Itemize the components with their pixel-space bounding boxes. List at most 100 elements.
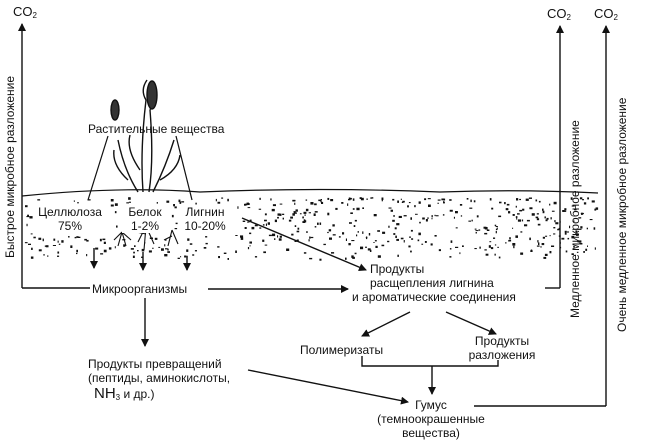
soil-speck [179, 201, 182, 204]
soil-speck [550, 217, 552, 220]
soil-speck [498, 256, 501, 259]
soil-speck [323, 243, 326, 246]
soil-speck [38, 237, 42, 240]
soil-speck [512, 243, 516, 246]
soil-speck [73, 200, 75, 202]
soil-speck [277, 213, 281, 216]
soil-speck [70, 245, 73, 248]
soil-speck [594, 247, 596, 250]
soil-speck [290, 216, 293, 219]
soil-speck [345, 238, 347, 241]
soil-speck [57, 255, 60, 257]
to-decay-products-arrow [445, 311, 497, 335]
soil-speck [148, 250, 152, 253]
plant-illustration [110, 79, 181, 193]
soil-speck [268, 234, 272, 237]
soil-speck [272, 204, 276, 207]
soil-speck [77, 236, 81, 238]
soil-speck [25, 205, 28, 208]
soil-speck [294, 225, 297, 227]
soil-speck [392, 198, 395, 201]
soil-speck [314, 226, 317, 228]
soil-speck [349, 222, 352, 224]
soil-speck [351, 240, 355, 242]
soil-speck [217, 246, 220, 248]
soil-speck [488, 245, 491, 248]
soil-speck [437, 199, 441, 201]
soil-speck [387, 240, 390, 243]
decay-products-label: Продукты разложения [468, 334, 536, 362]
soil-speck [490, 247, 494, 250]
soil-speck [555, 222, 559, 225]
soil-speck [244, 203, 248, 206]
plant-to-cellulose-line [87, 135, 109, 201]
soil-speck [489, 241, 492, 243]
soil-speck [304, 214, 306, 216]
soil-speck [564, 232, 567, 235]
soil-speck [262, 239, 265, 242]
soil-speck [352, 208, 355, 210]
soil-speck [297, 227, 300, 230]
soil-speck [567, 237, 570, 240]
soil-speck [459, 252, 461, 255]
soil-speck [393, 233, 396, 235]
soil-speck [565, 250, 568, 253]
soil-speck [187, 238, 190, 241]
soil-speck [425, 219, 428, 222]
soil-speck [195, 202, 197, 205]
soil-speck [181, 201, 185, 203]
soil-speck [585, 248, 588, 251]
soil-speck [95, 247, 99, 250]
soil-speck [331, 252, 335, 254]
soil-speck [579, 197, 583, 200]
soil-speck [33, 236, 36, 239]
soil-speck [126, 202, 129, 204]
soil-speck [538, 200, 541, 203]
soil-speck [471, 219, 473, 222]
soil-speck [595, 207, 599, 210]
soil-speck [444, 198, 446, 201]
soil-speck [580, 212, 584, 215]
soil-speck [571, 235, 575, 239]
soil-speck [491, 207, 494, 210]
soil-speck [348, 198, 351, 201]
soil-speck [271, 208, 275, 212]
soil-speck [330, 199, 334, 202]
soil-speck [418, 201, 421, 204]
soil-speck [564, 208, 567, 211]
soil-speck [370, 197, 372, 199]
soil-speck [557, 228, 560, 231]
soil-speck [587, 245, 588, 247]
soil-speck [390, 209, 393, 212]
soil-speck [291, 233, 294, 236]
soil-speck [279, 235, 282, 238]
soil-speck [459, 204, 463, 206]
soil-speck [242, 220, 246, 222]
soil-speck [468, 220, 471, 222]
soil-speck [108, 247, 112, 250]
soil-speck [509, 237, 511, 240]
soil-speck [496, 227, 498, 230]
soil-speck [554, 220, 556, 223]
soil-speck [366, 198, 368, 200]
soil-speck [342, 232, 345, 235]
soil-speck [251, 226, 255, 230]
soil-speck [417, 239, 420, 242]
soil-speck [264, 219, 267, 222]
soil-speck [332, 234, 336, 236]
cellulose-label: Целлюлоза 75% [34, 205, 106, 233]
soil-speck [57, 240, 59, 243]
soil-speck [564, 230, 567, 233]
soil-speck [473, 200, 476, 203]
soil-speck [543, 256, 547, 259]
soil-speck [318, 199, 322, 202]
soil-speck [583, 251, 585, 253]
soil-speck [450, 240, 453, 243]
soil-speck [223, 252, 227, 254]
soil-speck [441, 198, 445, 201]
soil-speck [341, 202, 344, 204]
soil-speck [76, 252, 78, 255]
soil-speck [154, 237, 158, 240]
soil-speck [545, 219, 548, 222]
soil-speck [528, 197, 532, 199]
